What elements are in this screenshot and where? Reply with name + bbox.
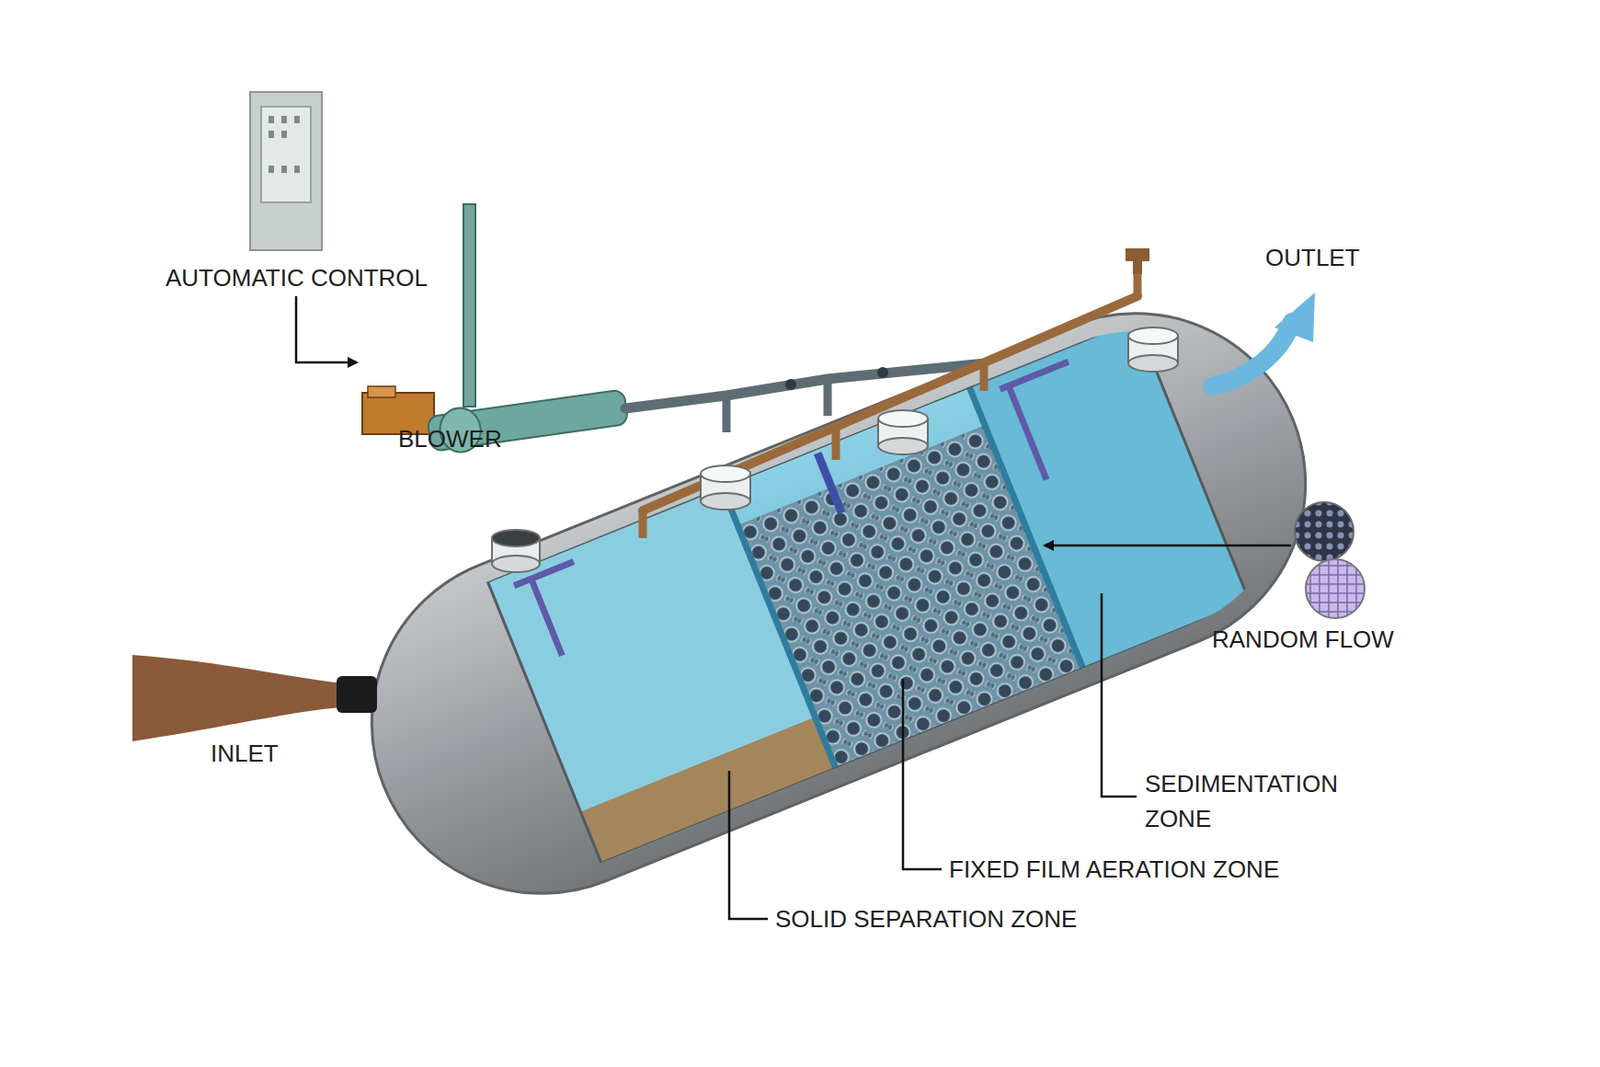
part-label: SOLID SEPARATION ZONE	[775, 904, 1077, 933]
part-label: RANDOM FLOW	[1211, 625, 1395, 653]
part-label: INLET	[210, 739, 279, 767]
part-label: AUTOMATIC CONTROL	[165, 263, 428, 292]
part-label: OUTLET	[1265, 243, 1360, 272]
part-label: SEDIMENTATION ZONE	[1144, 765, 1403, 836]
part-label: FIXED FILM AERATION ZONE	[948, 855, 1280, 883]
part-label: BLOWER	[398, 424, 503, 453]
